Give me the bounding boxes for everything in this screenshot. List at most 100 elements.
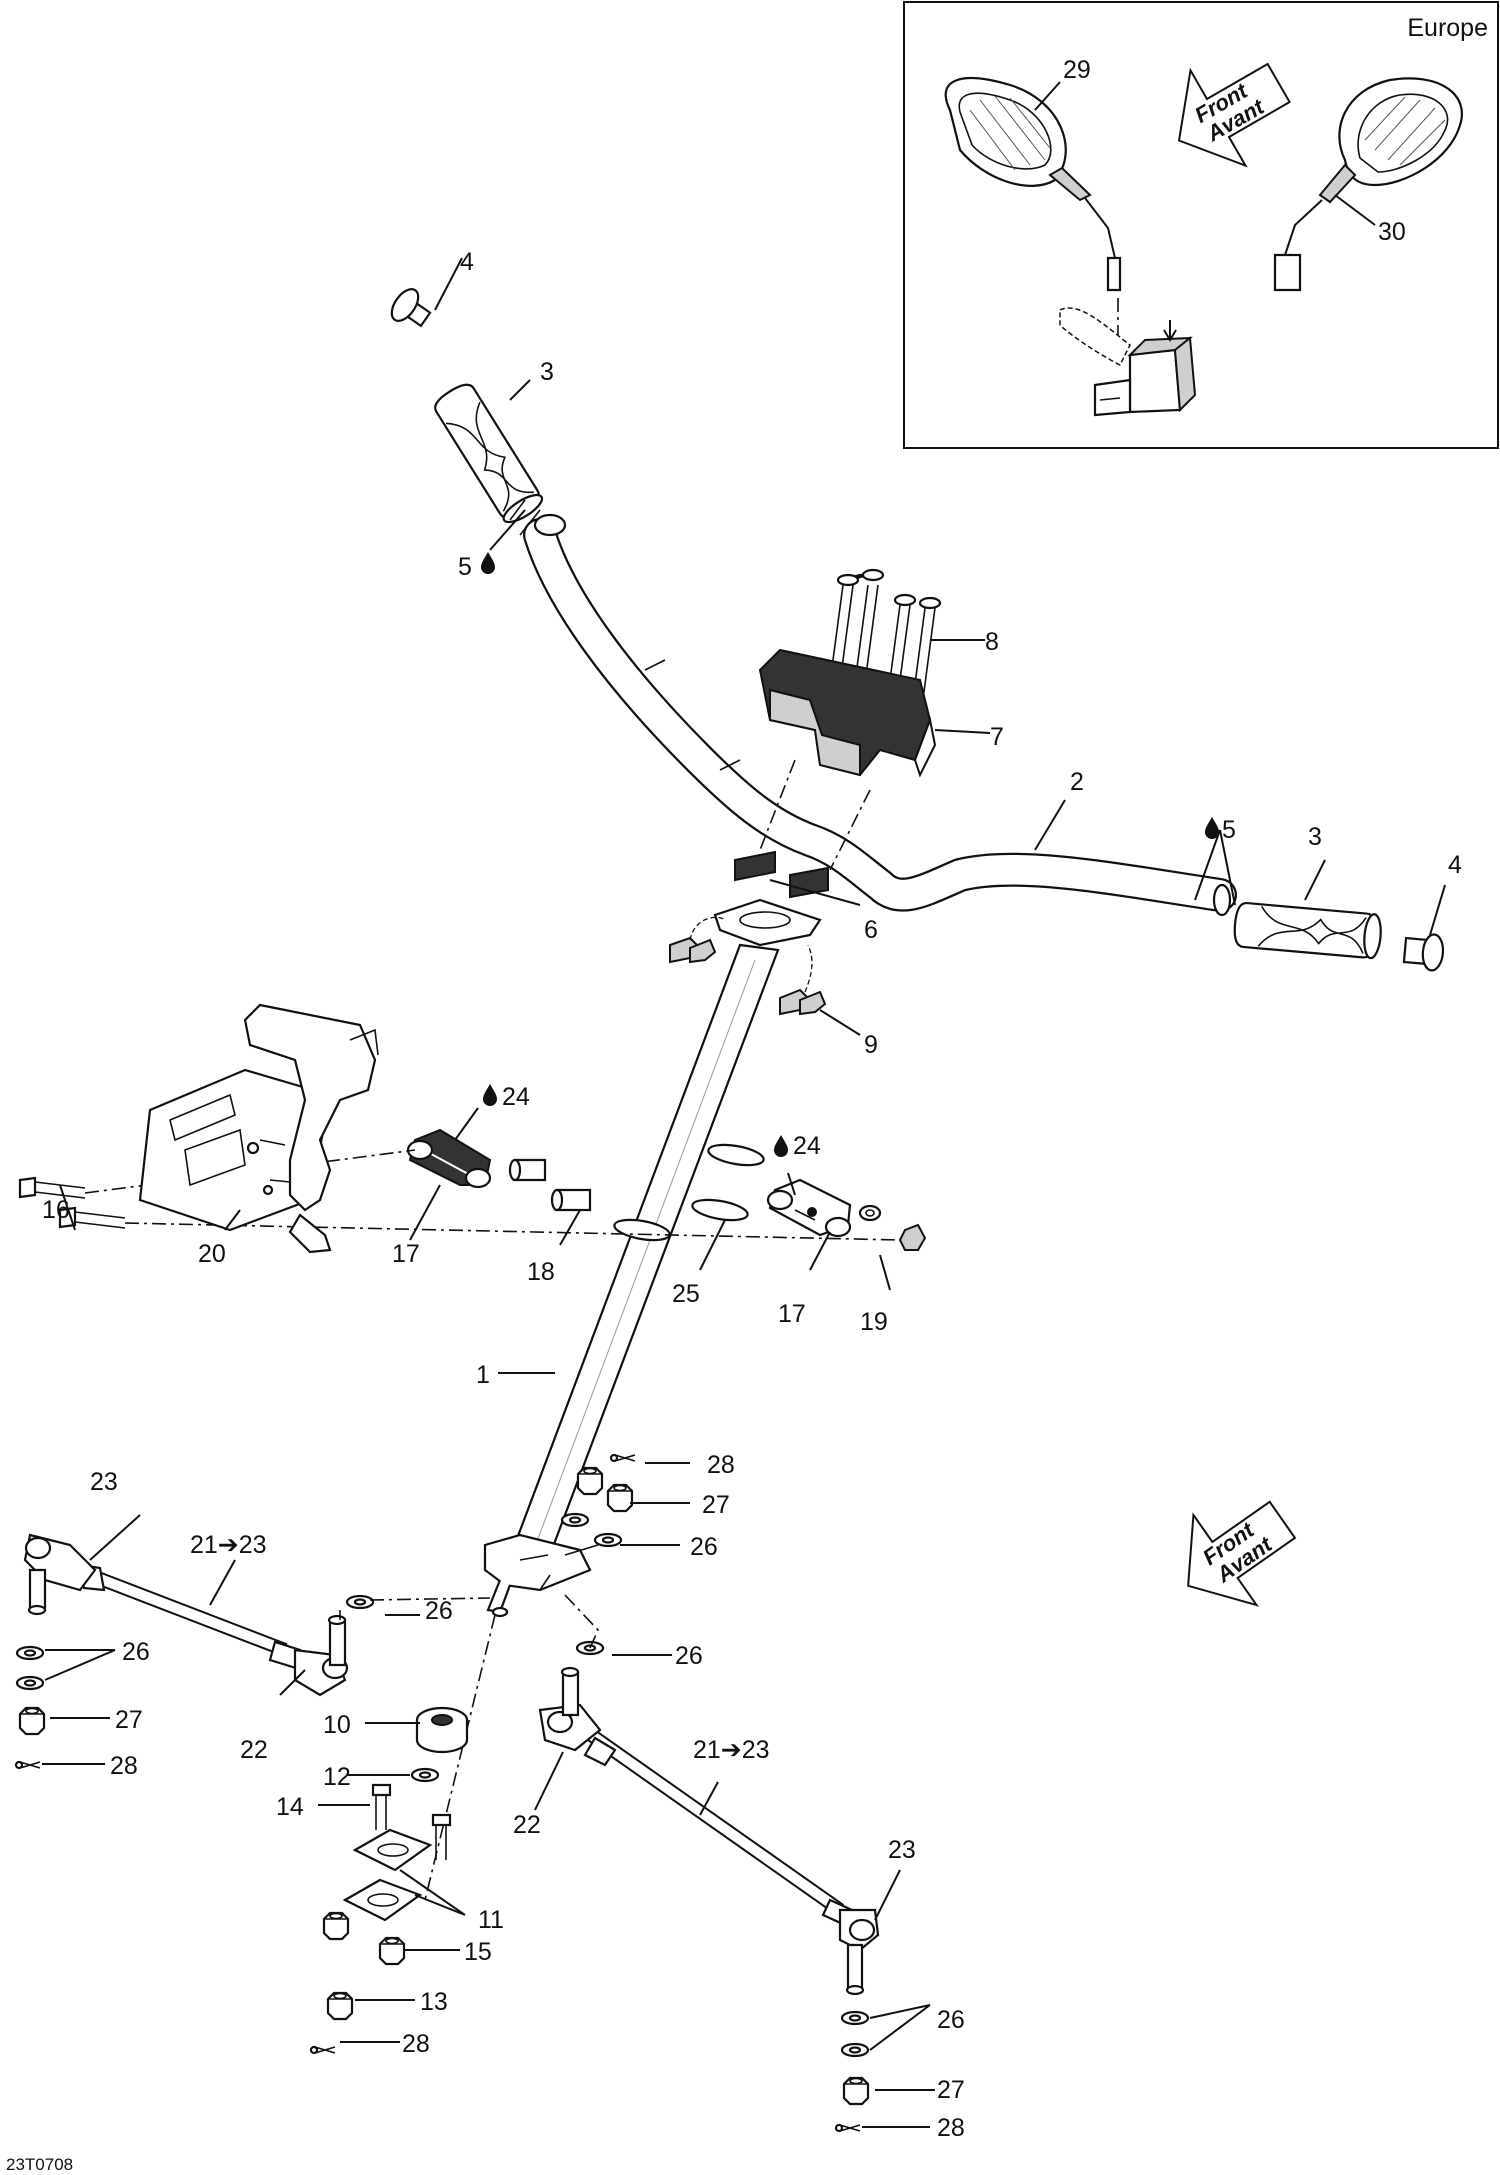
- column-washer-1: [560, 1512, 590, 1528]
- callout-24: 24: [793, 1132, 821, 1160]
- lower-clamps: [713, 850, 829, 947]
- oil-drop-icon: [483, 1084, 497, 1106]
- callout-28: 28: [110, 1752, 138, 1780]
- callout-17: 17: [778, 1300, 806, 1328]
- europe-inset-frame: [903, 1, 1499, 449]
- callout-3: 3: [540, 358, 554, 386]
- callout-22: 22: [240, 1736, 268, 1764]
- column-nut-1: [576, 1466, 604, 1496]
- callout-7: 7: [990, 723, 1004, 751]
- right-bearing-block: [766, 1178, 852, 1238]
- spacer-washer: [410, 1767, 440, 1783]
- callout-4: 4: [460, 248, 474, 276]
- callout-18: 18: [527, 1258, 555, 1286]
- left-washer-2: [15, 1675, 45, 1691]
- left-end-cap: [390, 288, 432, 328]
- column-rings: [613, 1143, 765, 1242]
- callout-6: 6: [864, 916, 878, 944]
- handlebar: [523, 513, 1237, 917]
- oil-drop-icon: [481, 552, 495, 574]
- callout-21-to-23: 21➔23: [693, 1736, 770, 1764]
- cotter-pin-bottom: [309, 2045, 337, 2055]
- right-washer-1: [840, 2010, 870, 2026]
- drawing-code: 23T0708: [6, 2155, 73, 2174]
- link-washer-left: [345, 1594, 375, 1610]
- callout-28: 28: [937, 2114, 965, 2142]
- callout-19: 19: [860, 1308, 888, 1336]
- callout-26: 26: [425, 1597, 453, 1625]
- right-nut: [842, 2076, 870, 2106]
- castle-nut: [326, 1991, 354, 2021]
- support-plates: [342, 1828, 433, 1922]
- mounting-bracket: [138, 1003, 379, 1254]
- callout-12: 12: [323, 1763, 351, 1791]
- callout-5: 5: [1222, 816, 1236, 844]
- left-tie-rod: [23, 1533, 349, 1697]
- plate-nut-left: [322, 1911, 350, 1941]
- right-end-cap: [1402, 930, 1446, 973]
- callout-27: 27: [702, 1491, 730, 1519]
- callout-28: 28: [402, 2030, 430, 2058]
- callout-28: 28: [707, 1451, 735, 1479]
- left-nut: [18, 1706, 46, 1736]
- master-cylinder: [1059, 307, 1197, 417]
- leader-lines: [42, 81, 1446, 2128]
- callout-16: 16: [42, 1196, 70, 1224]
- callout-26: 26: [122, 1638, 150, 1666]
- oil-drop-icon: [1205, 817, 1219, 839]
- inset-region-label: Europe: [1407, 14, 1488, 42]
- left-mirror: [944, 77, 1122, 292]
- callout-26: 26: [937, 2006, 965, 2034]
- left-washer-1: [15, 1645, 45, 1661]
- callout-24: 24: [502, 1083, 530, 1111]
- callout-26: 26: [690, 1533, 718, 1561]
- right-grip: [1232, 901, 1384, 960]
- callout-labels: 29 30 4 3 5 8 7 2 5 3 4 6 9 24 24 16 20 …: [6, 56, 1462, 2174]
- callout-4: 4: [1448, 851, 1462, 879]
- callout-20: 20: [198, 1240, 226, 1268]
- callout-1: 1: [476, 1361, 490, 1389]
- bushings: [508, 1158, 592, 1212]
- callout-23: 23: [90, 1468, 118, 1496]
- column-bearing: [415, 1706, 469, 1754]
- callout-26: 26: [675, 1642, 703, 1670]
- callout-15: 15: [464, 1938, 492, 1966]
- steering-column: [483, 943, 780, 1618]
- callout-13: 13: [420, 1988, 448, 2016]
- callout-22: 22: [513, 1811, 541, 1839]
- plate-bolts: [371, 1783, 452, 1860]
- callout-2: 2: [1070, 768, 1084, 796]
- right-cotter-pin: [834, 2123, 862, 2133]
- callout-30: 30: [1378, 218, 1406, 246]
- left-grip: [429, 378, 547, 529]
- flange-nuts: [858, 1204, 927, 1251]
- column-nut-2: [606, 1483, 634, 1513]
- right-mirror: [1273, 77, 1463, 292]
- callout-27: 27: [937, 2076, 965, 2104]
- column-washer-2: [593, 1532, 623, 1548]
- right-tie-rod: [538, 1666, 880, 1996]
- callout-29: 29: [1063, 56, 1091, 84]
- callout-21-to-23: 21➔23: [190, 1531, 267, 1559]
- left-cotter-pin: [14, 1760, 42, 1770]
- oil-drop-icon: [774, 1135, 788, 1157]
- riser-clamp: [758, 648, 937, 778]
- callout-3: 3: [1308, 823, 1322, 851]
- clamp-nuts: [669, 936, 827, 1016]
- callout-25: 25: [672, 1280, 700, 1308]
- right-washer-2: [840, 2042, 870, 2058]
- callout-10: 10: [323, 1711, 351, 1739]
- callout-11: 11: [478, 1906, 504, 1934]
- callout-8: 8: [985, 628, 999, 656]
- callout-17: 17: [392, 1240, 420, 1268]
- axle-bolts: [18, 1176, 126, 1229]
- callout-5: 5: [458, 553, 472, 581]
- callout-9: 9: [864, 1031, 878, 1059]
- column-cotter-pin-1: [609, 1453, 637, 1463]
- left-bearing-block: [406, 1128, 492, 1189]
- front-direction-arrow-icon: Front Avant: [1155, 1473, 1315, 1632]
- plate-nut-right: [378, 1936, 406, 1966]
- callout-23: 23: [888, 1836, 916, 1864]
